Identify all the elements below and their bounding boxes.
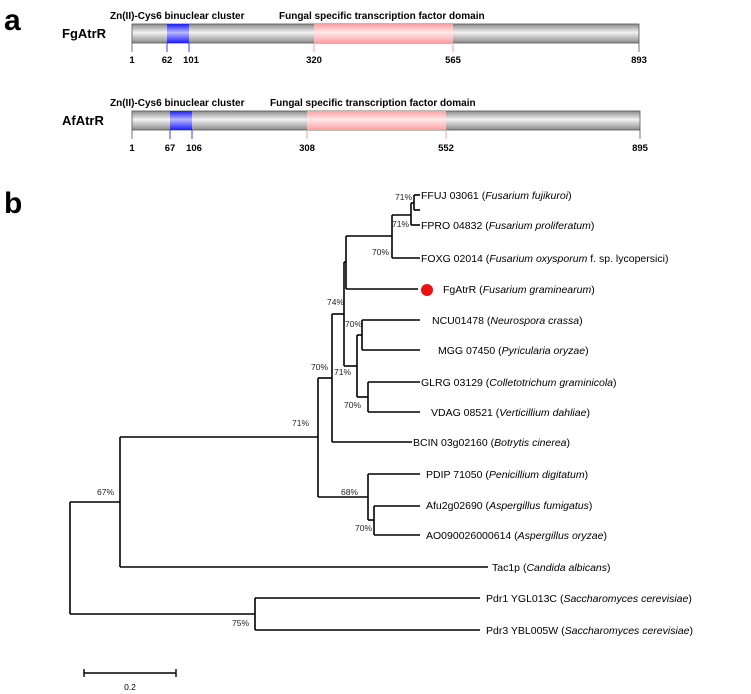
zn-cys6-domain [170, 111, 192, 130]
taxon-label: NCU01478 (Neurospora crassa) [432, 315, 583, 327]
taxon-label: Tac1p (Candida albicans) [492, 562, 611, 574]
bootstrap-value: 71% [392, 219, 409, 229]
bootstrap-value: 70% [355, 523, 372, 533]
fungal-domain-label: Fungal specific transcription factor dom… [270, 98, 476, 109]
fungal-tf-domain [307, 111, 446, 130]
taxon-label: BCIN 03g02160 (Botrytis cinerea) [413, 437, 570, 449]
position-label: 62 [162, 55, 173, 66]
taxon-label: Pdr3 YBL005W (Saccharomyces cerevisiae) [486, 625, 693, 637]
fungal-tf-domain [314, 24, 453, 43]
fungal-domain-label: Fungal specific transcription factor dom… [279, 11, 485, 22]
protein-fgatrr: Zn(II)-Cys6 binuclear cluster Fungal spe… [62, 11, 647, 66]
taxon-label: FPRO 04832 (Fusarium proliferatum) [421, 220, 594, 232]
bootstrap-value: 68% [341, 487, 358, 497]
taxon-label: FOXG 02014 (Fusarium oxysporum f. sp. ly… [421, 253, 668, 265]
taxon-label: PDIP 71050 (Penicillium digitatum) [426, 469, 588, 481]
position-label: 308 [299, 143, 315, 154]
protein-name: FgAtrR [62, 26, 107, 41]
bootstrap-value: 70% [311, 362, 328, 372]
bootstrap-value: 75% [232, 618, 249, 628]
scale-bar-label: 0.2 [124, 682, 136, 692]
phylogenetic-tree [69, 194, 488, 631]
highlight-dot [421, 284, 433, 296]
panel-b-label: b [4, 187, 22, 220]
bootstrap-value: 71% [334, 367, 351, 377]
taxon-label: VDAG 08521 (Verticillium dahliae) [431, 407, 590, 419]
taxon-label: MGG 07450 (Pyricularia oryzae) [438, 345, 589, 357]
protein-name: AfAtrR [62, 113, 104, 128]
bootstrap-value: 70% [372, 247, 389, 257]
taxon-label: Pdr1 YGL013C (Saccharomyces cerevisiae) [486, 593, 692, 605]
position-label: 552 [438, 143, 454, 154]
position-label: 895 [632, 143, 649, 154]
zn-domain-label: Zn(II)-Cys6 binuclear cluster [110, 11, 245, 22]
position-label: 893 [631, 55, 647, 66]
taxon-label: Afu2g02690 (Aspergillus fumigatus) [426, 500, 592, 512]
taxon-labels: FFUJ 03061 (Fusarium fujikuroi) FPRO 048… [413, 190, 693, 637]
position-label: 67 [165, 143, 176, 154]
bootstrap-value: 71% [395, 192, 412, 202]
zn-domain-label: Zn(II)-Cys6 binuclear cluster [110, 98, 245, 109]
bootstrap-value: 67% [97, 487, 114, 497]
panel-a-label: a [4, 4, 21, 37]
position-label: 565 [445, 55, 462, 66]
position-label: 320 [306, 55, 322, 66]
bootstrap-value: 74% [327, 297, 344, 307]
zn-cys6-domain [167, 24, 189, 43]
bootstrap-value: 71% [292, 418, 309, 428]
bootstrap-value: 70% [344, 400, 361, 410]
position-label: 1 [129, 143, 135, 154]
protein-afatrr: Zn(II)-Cys6 binuclear cluster Fungal spe… [62, 98, 649, 154]
taxon-label: FFUJ 03061 (Fusarium fujikuroi) [421, 190, 572, 202]
scale-bar: 0.2 [83, 669, 177, 692]
taxon-label: AO090026000614 (Aspergillus oryzae) [426, 530, 607, 542]
position-label: 101 [183, 55, 200, 66]
taxon-label: FgAtrR (Fusarium graminearum) [443, 284, 595, 296]
bootstrap-value: 70% [345, 319, 362, 329]
position-label: 1 [129, 55, 135, 66]
taxon-label: GLRG 03129 (Colletotrichum graminicola) [421, 377, 617, 389]
bootstrap-values: 71% 71% 70% 74% 70% 71% 70% 70% 71% 68% … [97, 192, 412, 628]
position-label: 106 [186, 143, 202, 154]
